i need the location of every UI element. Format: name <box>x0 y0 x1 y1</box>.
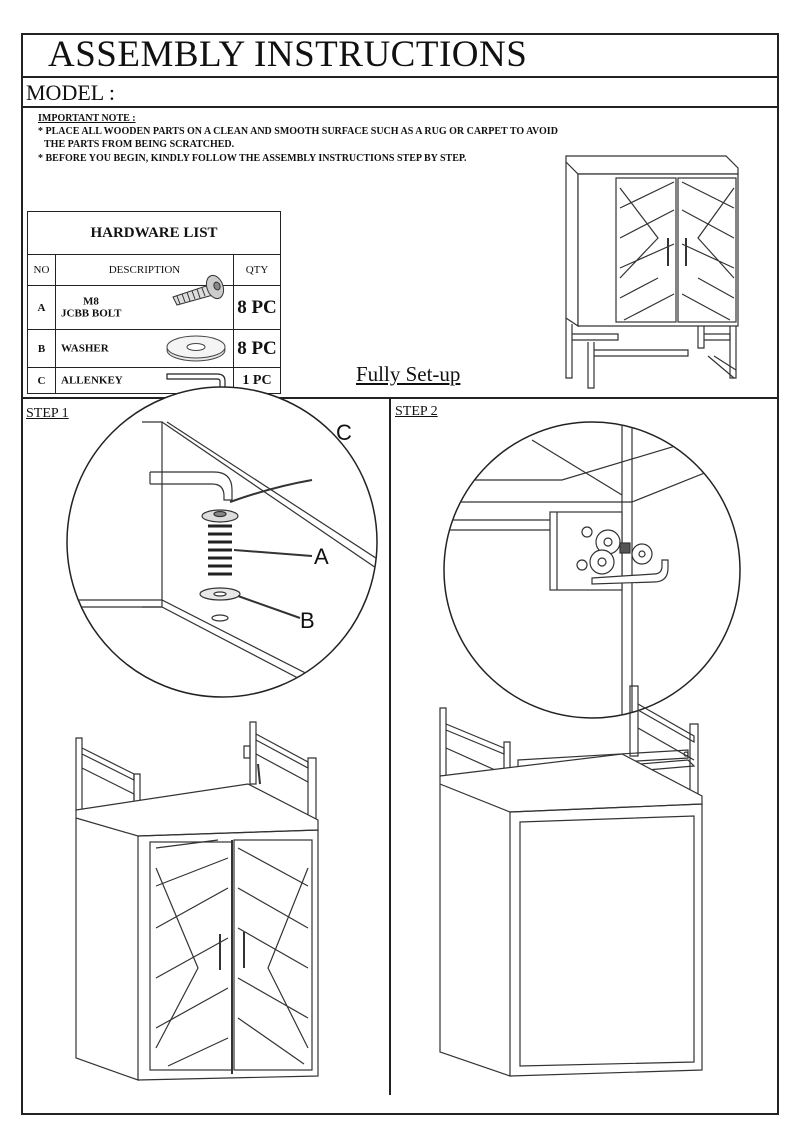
step-1-label: STEP 1 <box>26 406 69 421</box>
title-rule <box>22 76 778 78</box>
step-2-label: STEP 2 <box>395 404 438 419</box>
desc-line-1: WASHER <box>61 342 109 355</box>
callout-c: C <box>336 420 352 445</box>
model-label: MODEL : <box>26 80 116 105</box>
desc-line-1: M8 <box>83 294 99 307</box>
row-description: WASHER <box>55 329 234 368</box>
step-1-cabinet-illustration <box>75 721 319 1081</box>
page-title: ASSEMBLY INSTRUCTIONS <box>48 34 528 75</box>
setup-caption: Fully Set-up <box>356 362 461 386</box>
row-no: A <box>27 285 56 330</box>
washer-icon <box>166 335 226 362</box>
bolt-icon <box>172 274 225 306</box>
callout-a: A <box>314 544 329 569</box>
steps-top-rule <box>22 397 778 399</box>
desc-line-2: JCBB BOLT <box>61 307 122 320</box>
step-2-detail-circle <box>443 421 741 719</box>
note-heading: IMPORTANT NOTE : <box>38 113 136 124</box>
note-line-3: * BEFORE YOU BEGIN, KINDLY FOLLOW THE AS… <box>38 153 467 164</box>
row-no: B <box>27 329 56 368</box>
model-rule <box>22 106 778 108</box>
row-no: C <box>27 367 56 394</box>
hardware-title: HARDWARE LIST <box>27 211 281 255</box>
table-row: C ALLENKEY 1 PC <box>27 367 281 394</box>
step-2-cabinet-illustration <box>439 685 703 1077</box>
table-row: B WASHER 8 PC <box>27 329 281 368</box>
table-row: A M8 JCBB BOLT 8 PC <box>27 274 281 330</box>
note-line-1: * PLACE ALL WOODEN PARTS ON A CLEAN AND … <box>38 126 558 137</box>
callout-b: B <box>300 608 315 633</box>
row-description: M8 JCBB BOLT <box>55 274 234 330</box>
col-no: NO <box>27 254 56 286</box>
row-qty: 8 PC <box>233 285 281 330</box>
steps-divider <box>389 398 391 1095</box>
page-frame <box>21 33 779 1115</box>
row-qty: 8 PC <box>233 329 281 368</box>
hardware-table: HARDWARE LIST NO DESCRIPTION QTY A M8 JC… <box>27 211 281 394</box>
step-1-detail-circle <box>66 386 378 698</box>
col-qty: QTY <box>233 254 281 286</box>
cabinet-assembled-illustration <box>565 155 739 389</box>
row-description: ALLENKEY <box>55 367 234 394</box>
desc-line-1: ALLENKEY <box>61 374 123 387</box>
note-line-2: THE PARTS FROM BEING SCRATCHED. <box>44 139 235 150</box>
